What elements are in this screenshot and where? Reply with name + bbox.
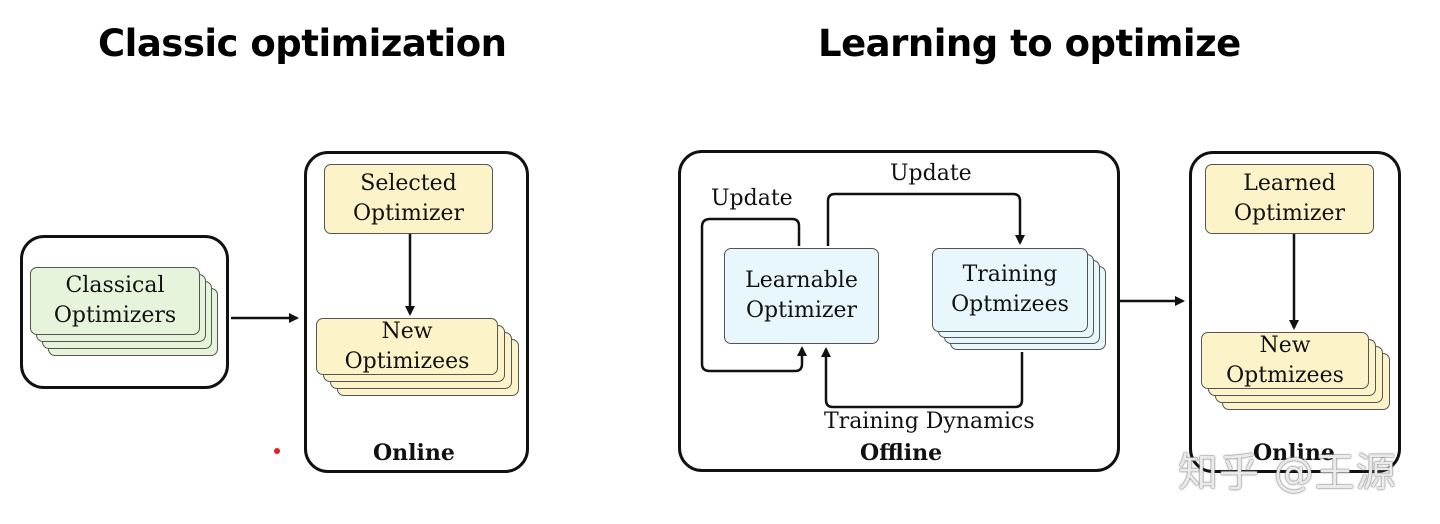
arrow-training-dynamics xyxy=(821,347,1024,409)
learning-to-optimize-title: Learning to optimize xyxy=(818,22,1241,65)
training-optmizees-box: Training Optmizees xyxy=(932,248,1088,332)
zhihu-watermark: 知乎 @王源 xyxy=(1178,450,1397,496)
new-optimizees-box: New Optimizees xyxy=(316,318,498,375)
arrow-update-to-training xyxy=(826,192,1025,246)
offline-label: Offline xyxy=(860,440,943,466)
l2o-online-label: Online xyxy=(1253,440,1335,466)
learned-optimizer-box: Learned Optimizer xyxy=(1205,164,1374,234)
update-top-label: Update xyxy=(890,161,972,186)
learnable-optimizer-box: Learnable Optimizer xyxy=(724,248,879,344)
red-dot-mark xyxy=(274,448,280,454)
classic-optimization-title: Classic optimization xyxy=(98,22,507,65)
new-optmizees-box: New Optmizees xyxy=(1201,332,1369,389)
training-dynamics-label: Training Dynamics xyxy=(824,409,1035,434)
selected-optimizer-box: Selected Optimizer xyxy=(324,164,493,234)
arrow-update-loop xyxy=(700,217,807,373)
update-left-label: Update xyxy=(711,186,793,211)
classical-optimizers-box: Classical Optimizers xyxy=(30,267,200,335)
classic-online-label: Online xyxy=(373,440,455,466)
